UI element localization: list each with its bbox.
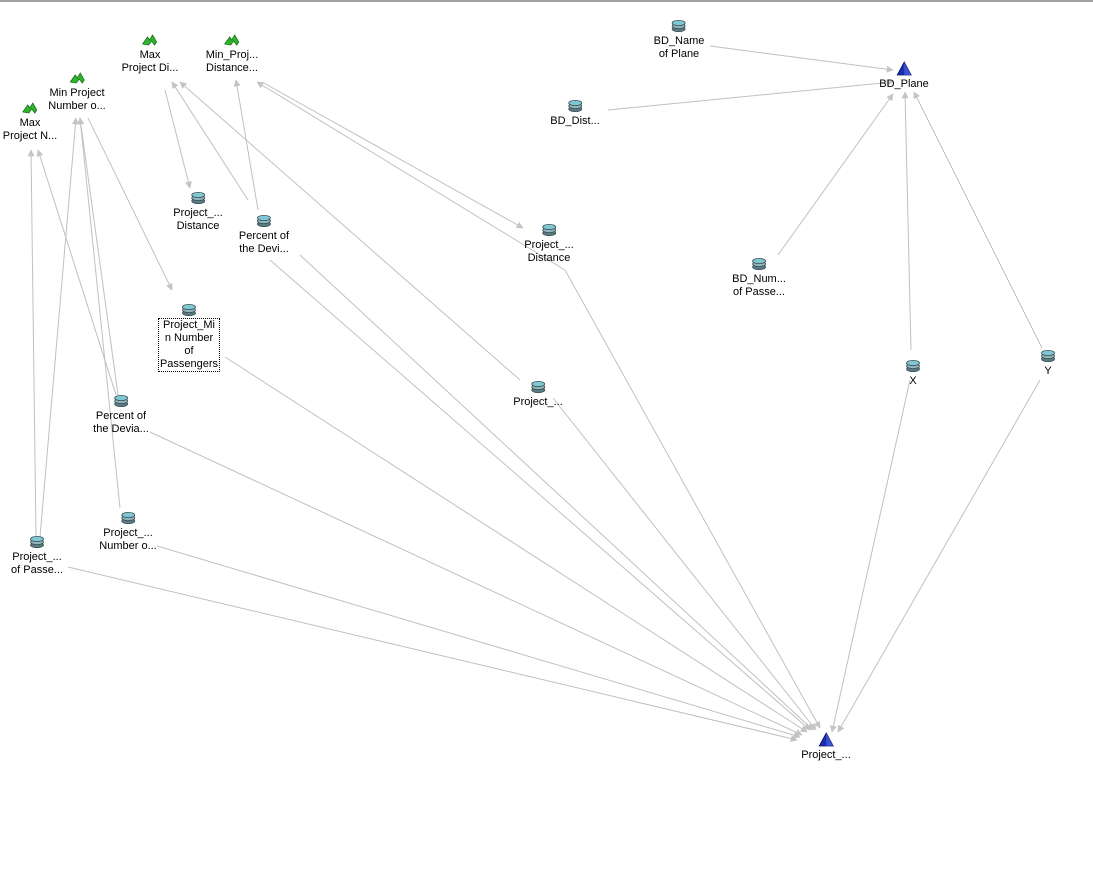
edge-arrow (77, 117, 119, 396)
bd-plane-node[interactable]: BD_Plane (878, 61, 930, 91)
edge-arrow (552, 397, 817, 731)
measure-icon (68, 70, 86, 86)
node-label: Max Project Di... (121, 49, 179, 74)
node-label: Project_... Distance (524, 239, 574, 264)
table-icon (670, 18, 688, 34)
node-label: Percent of the Devia... (93, 410, 149, 435)
node-label: Min_Proj... Distance... (205, 49, 259, 74)
node-label: Project_Mi n Number of Passengers (157, 318, 221, 372)
edge-arrow (901, 91, 912, 351)
table-icon (540, 222, 558, 238)
node-label: Y (1044, 365, 1052, 377)
y-node[interactable]: Y (1039, 348, 1057, 378)
node-label: Percent of the Devi... (238, 230, 290, 255)
table-icon (189, 190, 207, 206)
table-icon (1039, 348, 1057, 364)
node-label: Min Project Number o... (48, 87, 106, 112)
edge-arrow (709, 45, 894, 73)
node-label: Max Project N... (2, 117, 58, 142)
project-number-2-node[interactable]: Project_... Number o... (98, 510, 157, 553)
edge-arrow (164, 89, 192, 189)
project-plain-node[interactable]: Project_... (512, 379, 564, 409)
min-project-distance-node[interactable]: Min_Proj... Distance... (205, 32, 260, 75)
edge-arrow (77, 117, 121, 509)
edge-arrow (256, 81, 566, 271)
node-label: Project_... (801, 749, 851, 761)
edge-arrow (299, 254, 814, 731)
edge-arrow (233, 79, 259, 211)
node-label: Project_... Distance (173, 207, 223, 232)
max-project-distance-node[interactable]: Max Project Di... (121, 32, 180, 75)
x-node[interactable]: X (904, 358, 922, 388)
edge-arrow (269, 259, 811, 731)
edge-arrow (179, 81, 521, 381)
edge-arrow (607, 79, 894, 111)
table-icon (119, 510, 137, 526)
dimension-icon (817, 732, 835, 748)
edge-arrow (564, 269, 821, 729)
measure-icon (141, 32, 159, 48)
table-icon (28, 534, 46, 550)
min-project-number-node[interactable]: Min Project Number o... (47, 70, 106, 113)
percent-deviation-2-node[interactable]: Percent of the Devia... (92, 393, 150, 436)
edge-arrow (67, 566, 798, 742)
window-top-border (0, 0, 1093, 2)
bd-num-passengers-node[interactable]: BD_Num... of Passe... (731, 256, 787, 299)
table-icon (255, 213, 273, 229)
node-label: X (909, 375, 917, 387)
project-target-node[interactable]: Project_... (800, 732, 852, 762)
project-distance-1-node[interactable]: Project_... Distance (172, 190, 224, 233)
project-min-passengers-node[interactable]: Project_Mi n Number of Passengers (157, 302, 221, 372)
node-label: Project_... Number o... (99, 527, 157, 552)
bd-dist-node[interactable]: BD_Dist... (549, 98, 601, 128)
edge-arrow (36, 149, 117, 396)
table-icon (566, 98, 584, 114)
node-label: BD_Dist... (550, 115, 600, 127)
measure-icon (223, 32, 241, 48)
table-icon (180, 302, 198, 318)
max-project-number-node[interactable]: Max Project N... (2, 100, 58, 143)
node-label: BD_Num... of Passe... (732, 273, 786, 298)
edge-arrow (39, 117, 79, 538)
percent-deviation-1-node[interactable]: Percent of the Devi... (238, 213, 290, 256)
edge-arrow (27, 149, 37, 538)
edge-arrow (837, 379, 1041, 733)
edge-arrow (149, 431, 803, 736)
node-label: Project_... (513, 396, 563, 408)
edge-arrow (913, 91, 1043, 349)
edge-arrow (777, 93, 894, 256)
table-icon (112, 393, 130, 409)
table-icon (904, 358, 922, 374)
bd-name-plane-node[interactable]: BD_Name of Plane (653, 18, 706, 61)
edge-arrow (224, 356, 808, 733)
edge-arrow (156, 545, 801, 739)
edge-arrow (87, 117, 173, 291)
node-label: BD_Name of Plane (653, 35, 705, 60)
table-icon (529, 379, 547, 395)
edge-arrow (261, 81, 524, 229)
project-distance-2-node[interactable]: Project_... Distance (523, 222, 575, 265)
table-icon (750, 256, 768, 272)
measure-icon (21, 100, 39, 116)
node-label: BD_Plane (879, 78, 929, 90)
edge-arrow (829, 379, 911, 733)
dimension-icon (895, 61, 913, 77)
project-passengers-node[interactable]: Project_... of Passe... (10, 534, 64, 577)
edge-arrow (171, 81, 249, 201)
node-label: Project_... of Passe... (11, 551, 63, 576)
